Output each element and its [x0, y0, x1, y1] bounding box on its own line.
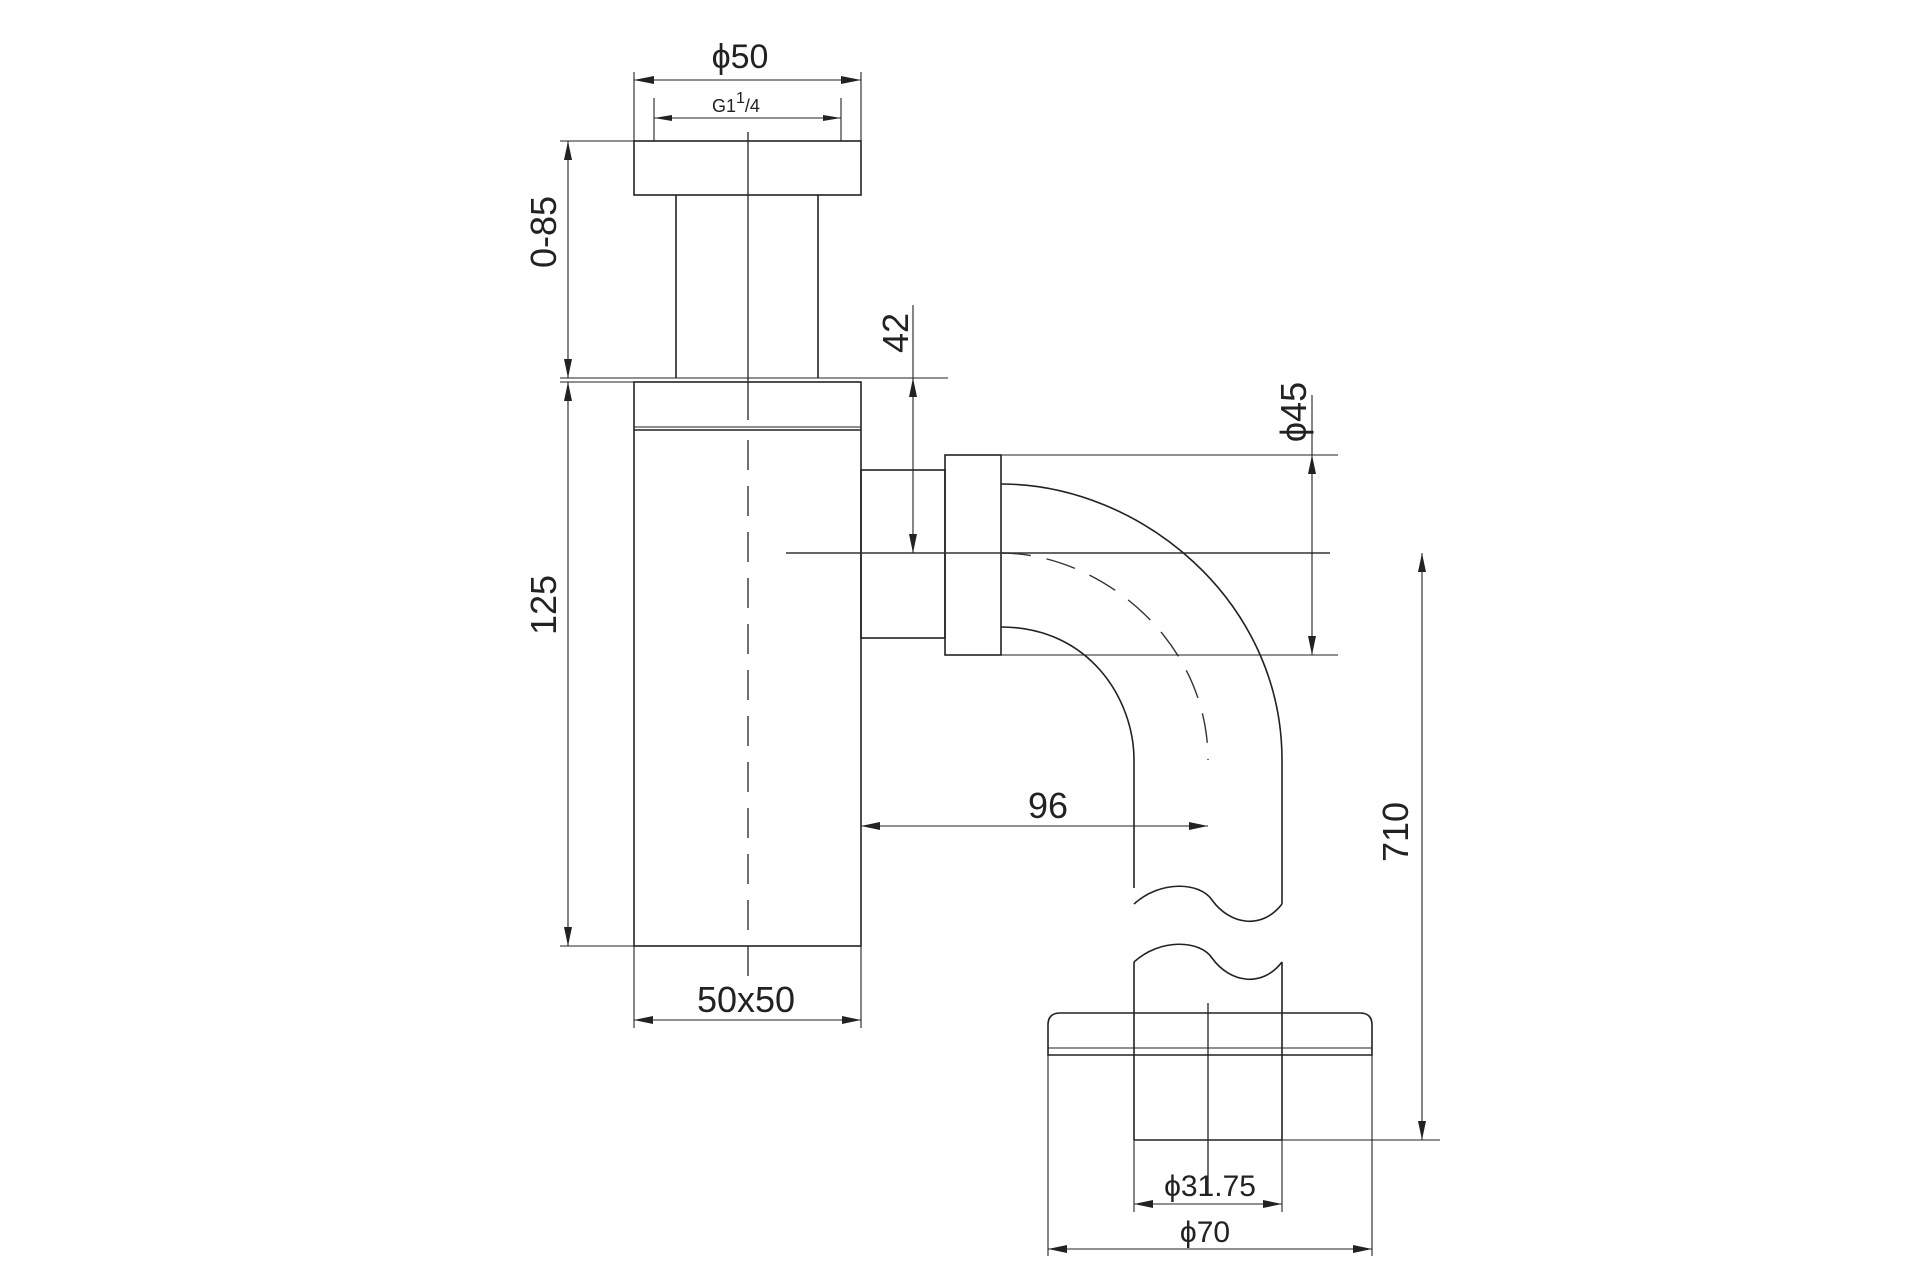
dim-overall-arrow-bottom	[1418, 1121, 1426, 1140]
dim-inlet-height-label: 42	[875, 313, 916, 353]
dim-inlet-arrow-top	[909, 378, 917, 397]
dim-flange-arrow-right	[1353, 1245, 1372, 1253]
pipe-break-upper	[1133, 885, 1283, 922]
dim-extension-arrow-top	[564, 141, 572, 160]
dim-phi50-arrow-right	[841, 76, 861, 84]
dim-flange-arrow-left	[1048, 1245, 1067, 1253]
dim-flange-diameter-label: ϕ70	[1180, 1216, 1230, 1249]
dim-thread-sub: /4	[745, 96, 760, 116]
dim-thread-prefix: G1	[712, 96, 736, 116]
dim-thread-arrow-right	[823, 115, 841, 121]
dim-outlet-arrow-bottom	[1308, 636, 1316, 655]
outlet-flange	[944, 454, 1002, 656]
dim-body-arrow-bottom	[564, 927, 572, 946]
dim-outlet-arrow-top	[1308, 455, 1316, 474]
dim-outlet-diameter-label: ϕ45	[1273, 382, 1314, 442]
bottom-flange	[1047, 1012, 1373, 1056]
dim-body-arrow-top	[564, 382, 572, 401]
dim-extension-range-label: 0-85	[523, 196, 564, 268]
dim-pipe-diameter-label: ϕ31.75	[1164, 1170, 1256, 1203]
pipe-centerline	[1000, 552, 1209, 761]
dim-top-diameter-label: ϕ50	[712, 38, 769, 76]
dim-extension-arrow-bottom	[564, 359, 572, 378]
dim-offset-arrow-right	[1189, 822, 1208, 830]
dim-offset-arrow-left	[861, 822, 880, 830]
pipe-break-lower	[1133, 943, 1283, 980]
dim-section-arrow-left	[634, 1016, 653, 1024]
dim-body-height-label: 125	[523, 575, 564, 635]
dim-pipe-arrow-left	[1134, 1200, 1153, 1208]
dim-overall-arrow-top	[1418, 553, 1426, 572]
dim-thread-sup: 1	[736, 90, 745, 107]
dim-phi50-arrow-left	[634, 76, 654, 84]
dim-horizontal-offset-label: 96	[1028, 785, 1068, 826]
side-stub	[860, 469, 946, 639]
dim-thread-label: G11/4	[712, 90, 760, 116]
pipe-outer-edge	[1000, 483, 1283, 904]
dim-overall-height-label: 710	[1375, 802, 1416, 862]
dim-thread-arrow-left	[654, 115, 672, 121]
dim-body-section-label: 50x50	[697, 979, 795, 1020]
pipe-inner-edge	[1000, 626, 1135, 888]
dim-inlet-arrow-bottom	[909, 534, 917, 553]
dim-section-arrow-right	[842, 1016, 861, 1024]
dim-pipe-arrow-right	[1263, 1200, 1282, 1208]
